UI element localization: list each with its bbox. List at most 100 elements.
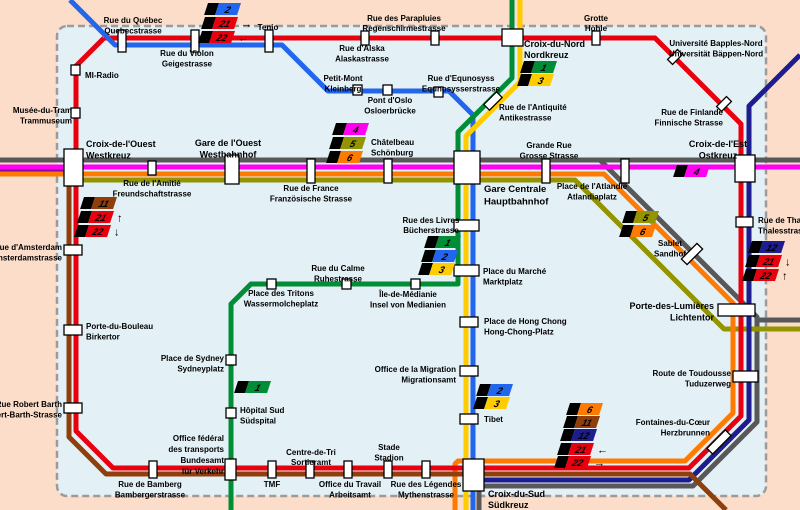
svg-text:22: 22: [214, 33, 230, 44]
line-s12-navy: [484, 53, 800, 483]
station-marker-atlandie: [620, 158, 630, 184]
svg-text:22: 22: [758, 271, 774, 282]
direction-arrow-icon: ↓: [785, 257, 791, 269]
station-marker-bamberg: [148, 460, 158, 479]
station-marker-quebec: [117, 29, 127, 53]
svg-text:S: S: [76, 227, 86, 238]
svg-text:4: 4: [350, 125, 360, 136]
svg-text:21: 21: [761, 257, 776, 268]
svg-text:S: S: [747, 257, 757, 268]
svg-text:1: 1: [539, 63, 548, 74]
station-marker-grotte: [591, 30, 601, 46]
svg-text:2: 2: [222, 5, 232, 16]
station-marker-hong-chong: [459, 316, 479, 328]
svg-text:S: S: [478, 386, 488, 397]
svg-text:12: 12: [765, 243, 780, 254]
station-marker-sablet: [680, 242, 704, 266]
line-s21-s22-red-ring: [73, 35, 744, 471]
svg-text:S: S: [624, 213, 634, 224]
svg-text:5: 5: [348, 139, 357, 150]
line-badge-s11: S 11: [563, 416, 600, 429]
station-marker-nordkreuz: [501, 28, 524, 47]
svg-text:11: 11: [97, 199, 110, 210]
station-marker-migration: [459, 365, 479, 377]
svg-text:21: 21: [93, 213, 108, 224]
svg-text:S: S: [331, 139, 341, 150]
direction-arrow-icon: ↑: [782, 271, 788, 283]
svg-text:11: 11: [580, 418, 593, 429]
station-label-robert-barth: Rue Robert BarthRobert-Barth-Strasse: [0, 400, 63, 420]
svg-text:S: S: [675, 167, 685, 178]
svg-text:3: 3: [492, 399, 501, 410]
svg-text:3: 3: [437, 265, 446, 276]
svg-text:5: 5: [641, 213, 650, 224]
station-marker-chatelbeau: [383, 158, 393, 184]
station-marker-calme: [341, 278, 352, 290]
station-marker-musee: [70, 107, 81, 119]
svg-text:S: S: [236, 383, 246, 394]
svg-text:S: S: [475, 399, 485, 410]
station-marker-pont-oslo: [382, 84, 393, 96]
svg-text:S: S: [420, 265, 430, 276]
station-marker-medianie: [410, 278, 421, 290]
station-marker-hopital: [225, 407, 237, 419]
station-marker-tmf: [267, 460, 277, 479]
station-marker-bouleau: [63, 324, 83, 336]
svg-text:S: S: [423, 252, 433, 263]
station-marker-thales: [735, 216, 754, 228]
station-marker-grande-rue: [541, 158, 551, 184]
station-marker-sudkreuz: [462, 458, 485, 492]
station-label-mi-radio: MI-Radio: [85, 71, 119, 80]
line-badge-s22: S 22 ↓: [74, 225, 120, 239]
line-badge-s21: S 21 ↓: [745, 255, 791, 269]
station-label-tmf: TMF: [264, 480, 281, 489]
direction-arrow-icon: ↓: [114, 227, 120, 239]
station-label-tibet: Tibet: [484, 415, 503, 424]
svg-text:21: 21: [217, 19, 232, 30]
svg-text:22: 22: [90, 227, 106, 238]
svg-text:S: S: [565, 418, 575, 429]
svg-text:S: S: [206, 5, 216, 16]
station-marker-petit-mont: [352, 84, 363, 96]
station-marker-fontaines: [706, 429, 732, 455]
station-marker-legendes: [421, 460, 431, 479]
svg-text:6: 6: [638, 227, 647, 238]
station-marker-tibet: [459, 413, 479, 425]
svg-text:1: 1: [253, 383, 262, 394]
station-label-tenio: Tenio: [258, 23, 279, 32]
station-marker-amsterdam: [63, 244, 83, 256]
station-marker-parapluies: [430, 30, 440, 46]
station-marker-universite: [666, 48, 684, 66]
station-marker-mi-radio: [70, 64, 81, 76]
direction-arrow-icon: ↑: [117, 213, 123, 225]
